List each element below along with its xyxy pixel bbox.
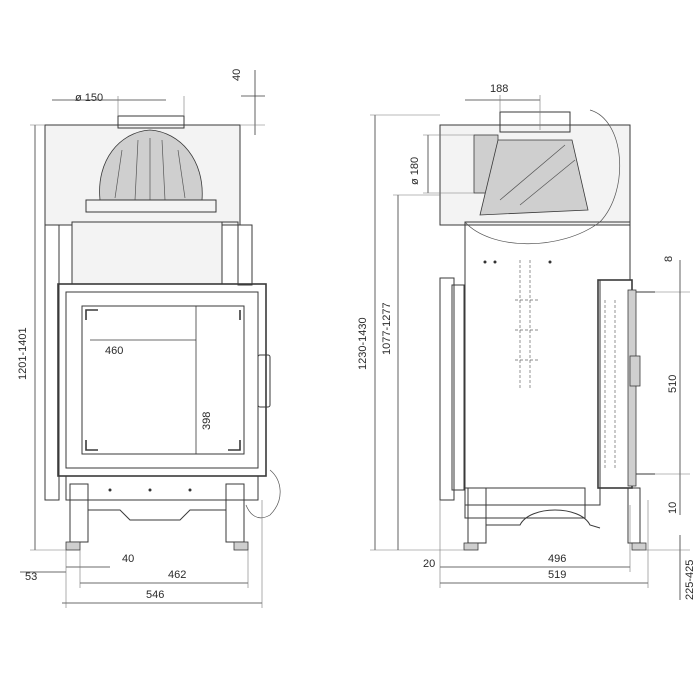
front-left-leg xyxy=(69,483,89,543)
front-base xyxy=(65,475,259,501)
dim-side-front-offset: 20 xyxy=(423,558,435,570)
dim-front-height-range: 1201-1401 xyxy=(17,327,29,380)
dim-side-flue-diameter: ø 180 xyxy=(409,157,421,185)
front-view: ø 150 40 1201-1401 460 398 53 40 462 546 xyxy=(17,69,281,608)
front-bell-base xyxy=(85,199,217,213)
front-door-frame xyxy=(57,283,267,477)
dim-side-depth-total: 519 xyxy=(548,569,566,581)
side-convection-chamber xyxy=(479,139,589,216)
dim-side-door-height: 510 xyxy=(667,375,679,393)
dim-glass-width: 460 xyxy=(105,345,123,357)
dim-side-leg-height: 225-425 xyxy=(684,560,696,600)
side-door-handle xyxy=(629,355,641,387)
front-right-leg xyxy=(225,483,245,543)
front-glass xyxy=(81,305,245,455)
dim-front-top-offset: 40 xyxy=(231,69,243,81)
dim-front-overall-width: 546 xyxy=(146,589,164,601)
dim-glass-height: 398 xyxy=(201,412,213,430)
front-door-handle xyxy=(257,354,271,408)
dim-side-top-gap: 8 xyxy=(663,256,675,262)
side-rear-leg xyxy=(467,487,487,544)
front-convection-bell xyxy=(99,129,203,201)
dim-front-inner-width: 462 xyxy=(168,569,186,581)
dim-front-left-margin: 53 xyxy=(25,571,37,583)
front-flue-collar xyxy=(117,115,185,129)
side-view: 188 ø 180 1230-1430 1077-1277 8 510 10 2… xyxy=(357,83,696,600)
dim-side-depth-inner: 496 xyxy=(548,553,566,565)
side-rear-column xyxy=(439,277,455,501)
dim-front-foot-offset: 40 xyxy=(122,553,134,565)
dim-side-height-total: 1230-1430 xyxy=(357,317,369,370)
dim-side-height-inner: 1077-1277 xyxy=(381,302,393,355)
side-flue-collar xyxy=(499,111,571,133)
front-mid-body xyxy=(71,221,223,285)
dim-front-flue-diameter: ø 150 xyxy=(75,92,103,104)
front-left-column xyxy=(44,224,60,501)
dim-side-bottom-gap: 10 xyxy=(667,502,679,514)
dim-side-flue-width: 188 xyxy=(490,83,508,95)
